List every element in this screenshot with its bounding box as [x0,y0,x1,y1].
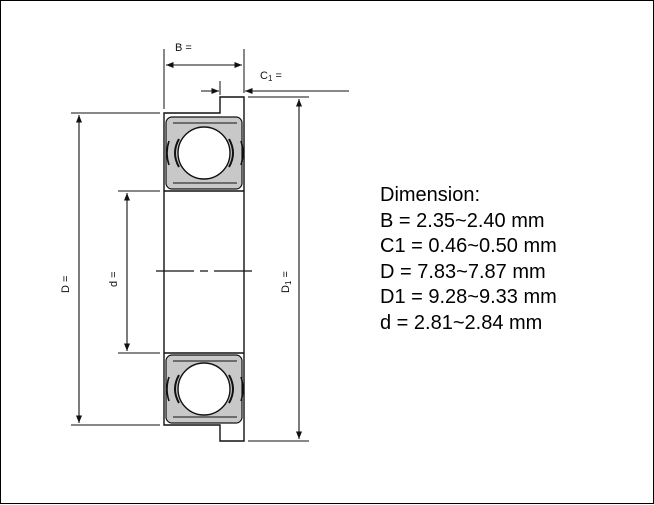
top-ball-assembly [165,116,244,190]
bottom-ball [177,362,231,416]
d-bore-label: d = [108,271,120,287]
spec-line-b: B = 2.35~2.40 mm [380,209,545,232]
bottom-ball-assembly [165,354,244,424]
bearing-outline [163,96,245,442]
specs-heading: Dimension: [380,184,481,206]
dimension-lines [75,61,349,439]
spec-line-d-outer: D = 7.83~7.87 mm [380,260,546,283]
bearing-section [163,96,245,442]
extension-lines [71,49,309,442]
d1-label: D1 = [280,271,293,293]
b-label: B = [175,42,192,54]
spec-line-d1: D1 = 9.28~9.33 mm [380,286,557,308]
c1-label: C1 = [260,70,282,83]
top-ball [177,126,231,180]
dimension-specs: Dimension: B = 2.35~2.40 mm C1 = 0.46~0.… [380,183,557,336]
d-outer-label: D = [60,276,72,293]
spec-line-d-bore: d = 2.81~2.84 mm [380,311,543,334]
spec-line-c1: C1 = 0.46~0.50 mm [380,235,557,257]
